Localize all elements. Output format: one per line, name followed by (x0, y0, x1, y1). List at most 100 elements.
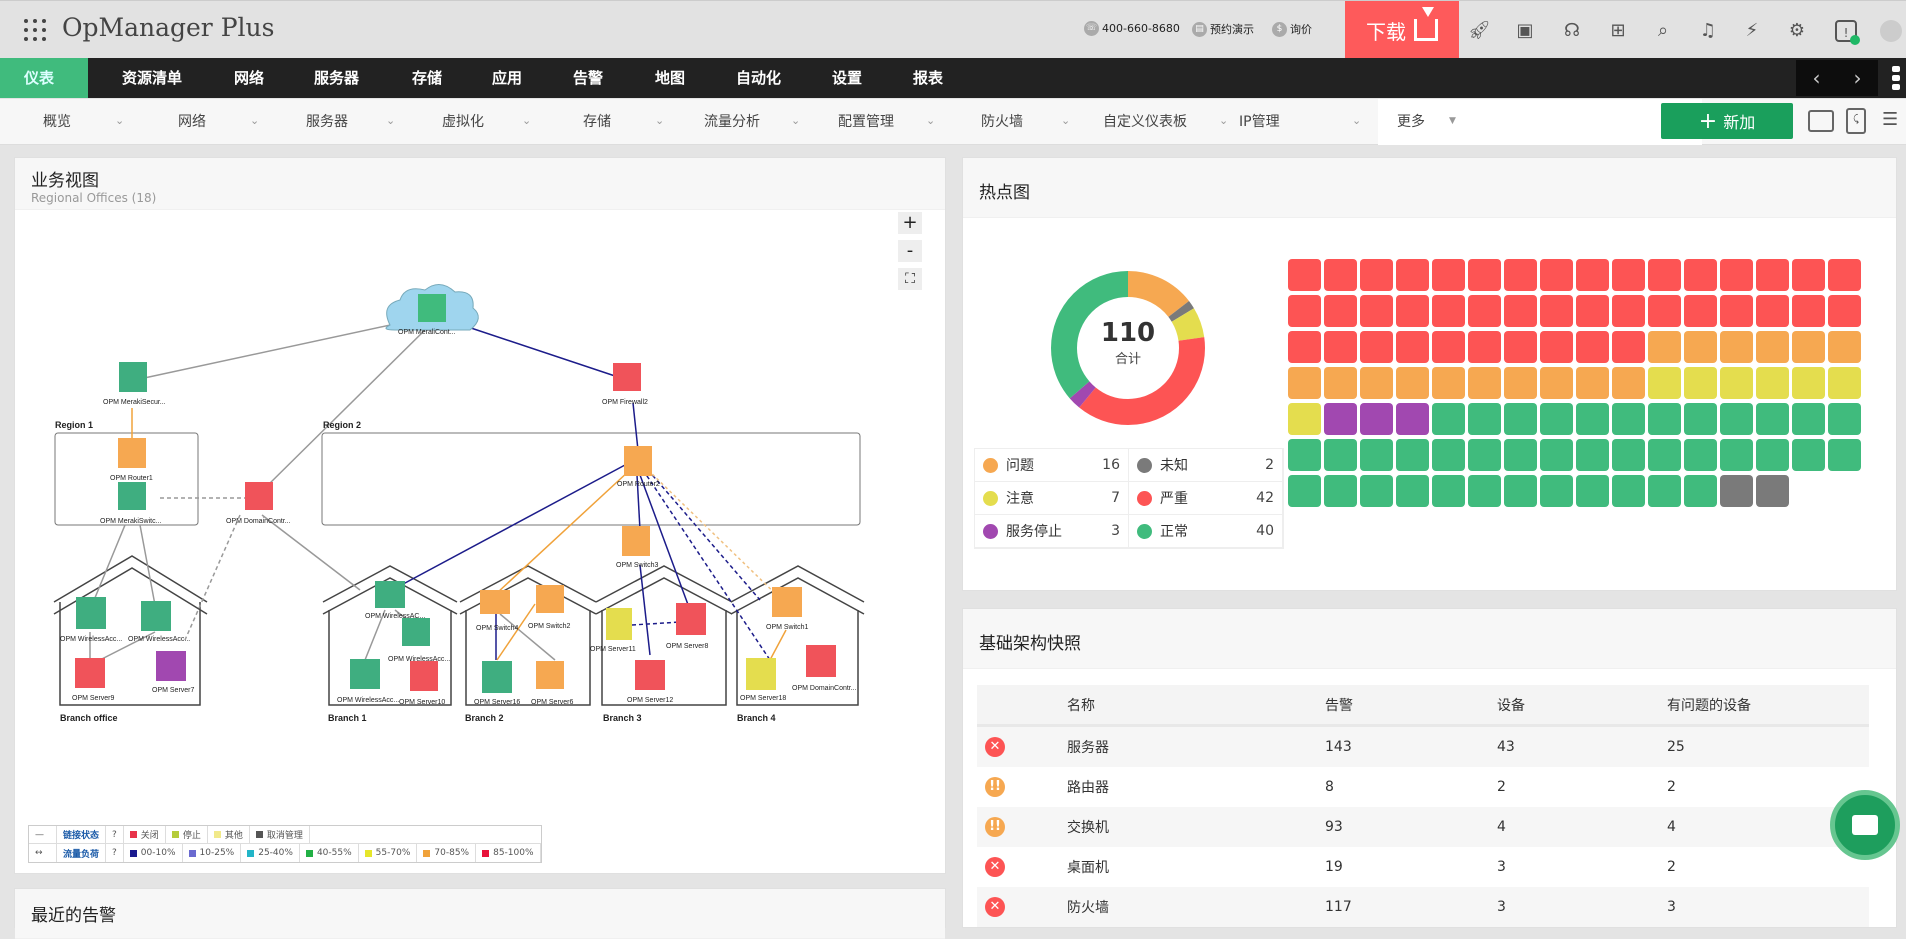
row-alarms[interactable]: 143 (1325, 739, 1352, 755)
heatmap-cell[interactable] (1756, 475, 1789, 507)
heatmap-cell[interactable] (1540, 331, 1573, 363)
rocket-icon[interactable]: 🚀︎ (1468, 20, 1491, 41)
heatmap-cell[interactable] (1396, 331, 1429, 363)
heatmap-cell[interactable] (1324, 403, 1357, 435)
nav-servers[interactable]: 服务器 (314, 69, 360, 87)
nav-alarms[interactable]: 告警 (573, 69, 604, 87)
row-problem-devices[interactable]: 25 (1667, 739, 1685, 755)
heatmap-cell[interactable] (1288, 331, 1321, 363)
heatmap-cell[interactable] (1504, 331, 1537, 363)
heatmap-cell[interactable] (1756, 295, 1789, 327)
heatmap-cell[interactable] (1396, 295, 1429, 327)
row-name[interactable]: 交换机 (1067, 820, 1109, 836)
heatmap-cell[interactable] (1612, 367, 1645, 399)
row-name[interactable]: 桌面机 (1067, 860, 1109, 876)
heatmap-cell[interactable] (1720, 367, 1753, 399)
heatmap-cell[interactable] (1648, 367, 1681, 399)
alert-shield-icon[interactable]: ! (1835, 20, 1860, 45)
heatmap-cell[interactable] (1828, 259, 1861, 291)
col-problem-devices[interactable]: 有问题的设备 (1667, 697, 1751, 714)
heatmap-cell[interactable] (1432, 259, 1465, 291)
heatmap-cell[interactable] (1396, 403, 1429, 435)
heatmap-cell[interactable] (1648, 403, 1681, 435)
heatmap-cell[interactable] (1684, 295, 1717, 327)
heatmap-cell[interactable] (1324, 439, 1357, 471)
heatmap-cell[interactable] (1684, 439, 1717, 471)
heatmap-cell[interactable] (1756, 367, 1789, 399)
heatmap-cell[interactable] (1828, 367, 1861, 399)
heatmap-cell[interactable] (1576, 259, 1609, 291)
subnav-config[interactable]: 配置管理 (838, 114, 894, 130)
chevron-down-icon[interactable]: ⌄ (386, 114, 396, 127)
price-link[interactable]: $询价 (1272, 21, 1312, 37)
heatmap-cell[interactable] (1432, 475, 1465, 507)
heatmap-cell[interactable] (1612, 259, 1645, 291)
heatmap-cell[interactable] (1504, 259, 1537, 291)
heatmap-cell[interactable] (1468, 331, 1501, 363)
row-alarms[interactable]: 117 (1325, 899, 1352, 915)
device-heatmap-grid[interactable] (1288, 259, 1861, 507)
heatmap-cell[interactable] (1288, 367, 1321, 399)
heatmap-cell[interactable] (1504, 367, 1537, 399)
heatmap-cell[interactable] (1648, 331, 1681, 363)
download-button[interactable]: 下载 (1345, 1, 1459, 59)
row-alarms[interactable]: 93 (1325, 819, 1343, 835)
nav-network[interactable]: 网络 (234, 69, 265, 87)
heatmap-cell[interactable] (1828, 439, 1861, 471)
heatmap-cell[interactable] (1324, 331, 1357, 363)
heatmap-cell[interactable] (1756, 439, 1789, 471)
row-devices[interactable]: 3 (1497, 899, 1506, 915)
zoom-out-button[interactable]: - (898, 240, 922, 262)
heatmap-cell[interactable] (1612, 439, 1645, 471)
heatmap-cell[interactable] (1684, 403, 1717, 435)
nav-apps[interactable]: 应用 (492, 69, 523, 87)
heatmap-cell[interactable] (1324, 367, 1357, 399)
heatmap-cell[interactable] (1468, 403, 1501, 435)
help-icon[interactable]: ? (106, 844, 124, 862)
row-name[interactable]: 路由器 (1067, 780, 1109, 796)
heatmap-cell[interactable] (1792, 295, 1825, 327)
subnav-firewall[interactable]: 防火墙 (981, 114, 1023, 130)
row-problem-devices[interactable]: 4 (1667, 819, 1676, 835)
nav-prev-button[interactable]: ‹ (1812, 66, 1821, 90)
heatmap-cell[interactable] (1612, 295, 1645, 327)
row-alarms[interactable]: 8 (1325, 779, 1334, 795)
heatmap-cell[interactable] (1288, 259, 1321, 291)
heatmap-cell[interactable] (1396, 439, 1429, 471)
chevron-down-icon[interactable]: ⌄ (522, 114, 532, 127)
heatmap-cell[interactable] (1432, 367, 1465, 399)
col-alarms[interactable]: 告警 (1325, 697, 1353, 714)
heatmap-cell[interactable] (1756, 403, 1789, 435)
heatmap-cell[interactable] (1288, 403, 1321, 435)
heatmap-cell[interactable] (1792, 439, 1825, 471)
heatmap-cell[interactable] (1324, 295, 1357, 327)
heatmap-cell[interactable] (1540, 439, 1573, 471)
heatmap-cell[interactable] (1324, 475, 1357, 507)
row-problem-devices[interactable]: 2 (1667, 779, 1676, 795)
heatmap-cell[interactable] (1540, 295, 1573, 327)
heatmap-cell[interactable] (1612, 331, 1645, 363)
row-devices[interactable]: 2 (1497, 779, 1506, 795)
heatmap-cell[interactable] (1720, 403, 1753, 435)
row-devices[interactable]: 43 (1497, 739, 1515, 755)
heatmap-cell[interactable] (1288, 295, 1321, 327)
plug-icon[interactable]: ⚡︎ (1745, 20, 1759, 41)
nav-next-button[interactable]: › (1853, 66, 1862, 90)
heatmap-cell[interactable] (1576, 295, 1609, 327)
network-topology-map[interactable]: OPM MeraliCont... OPM MerakiSecur... OPM… (0, 0, 946, 880)
tv-mode-icon[interactable] (1808, 110, 1834, 132)
heatmap-cell[interactable] (1468, 475, 1501, 507)
heatmap-cell[interactable] (1360, 439, 1393, 471)
heatmap-cell[interactable] (1288, 475, 1321, 507)
heatmap-cell[interactable] (1792, 331, 1825, 363)
subnav-virtualization[interactable]: 虚拟化 (442, 114, 484, 130)
heatmap-cell[interactable] (1684, 259, 1717, 291)
pdf-icon[interactable]: ⤹ (1846, 108, 1866, 134)
nav-dashboard[interactable]: 仪表板 (0, 58, 88, 127)
chevron-down-icon[interactable]: ⌄ (655, 114, 665, 127)
